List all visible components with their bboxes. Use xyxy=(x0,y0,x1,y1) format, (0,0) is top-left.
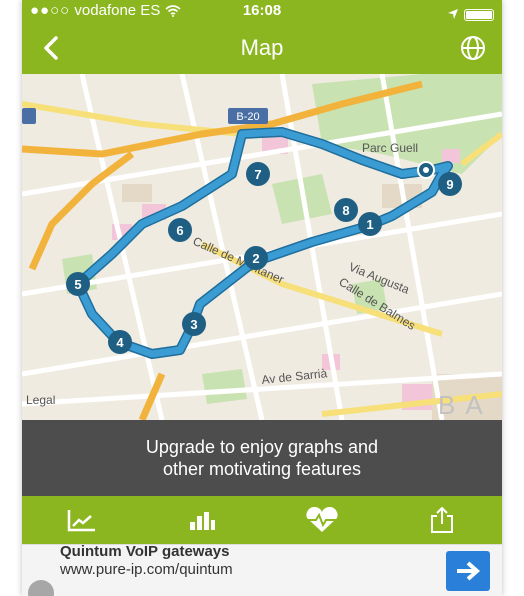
svg-text:7: 7 xyxy=(254,167,261,182)
park-area xyxy=(202,369,247,404)
globe-icon xyxy=(461,36,485,60)
share-icon xyxy=(431,506,453,533)
status-right xyxy=(448,4,494,26)
tab-heart-rate[interactable] xyxy=(302,502,342,538)
ad-badge xyxy=(28,580,54,596)
ad-arrow-button[interactable] xyxy=(446,551,490,591)
building-block xyxy=(122,184,152,202)
street-label: Parc Guell xyxy=(362,141,418,155)
route-map[interactable]: B-20 Parc Guell Calle de Muntaner Via Au… xyxy=(22,74,502,420)
svg-text:1: 1 xyxy=(366,217,373,232)
tab-share[interactable] xyxy=(422,502,462,538)
main-roads xyxy=(22,101,502,417)
page-title: Map xyxy=(240,35,284,60)
tab-stats[interactable] xyxy=(182,502,222,538)
chevron-left-icon xyxy=(44,36,58,60)
heart-rate-icon xyxy=(306,507,338,532)
upgrade-text-line2: other motivating features xyxy=(162,459,362,479)
location-arrow-icon xyxy=(448,4,458,26)
svg-text:9: 9 xyxy=(446,177,453,192)
bottom-tab-bar xyxy=(22,496,502,544)
ad-headline[interactable]: Quintum VoIP gateways xyxy=(60,543,230,560)
road-badge-b xyxy=(22,108,36,124)
ad-banner[interactable]: Quintum VoIP gateways www.pure-ip.com/qu… xyxy=(22,543,502,596)
km-marker[interactable]: 7 xyxy=(246,162,270,186)
km-marker[interactable]: 3 xyxy=(182,312,206,336)
arrow-right-icon xyxy=(457,561,481,581)
km-marker[interactable]: 8 xyxy=(334,198,358,222)
svg-text:8: 8 xyxy=(342,203,349,218)
km-marker[interactable]: 5 xyxy=(66,272,90,296)
district-label: BA xyxy=(438,390,493,420)
svg-text:5: 5 xyxy=(74,277,81,292)
highways xyxy=(22,80,423,420)
svg-text:B-20: B-20 xyxy=(236,111,259,123)
km-marker[interactable]: 2 xyxy=(244,246,268,270)
svg-text:3: 3 xyxy=(190,317,197,332)
street-label: Legal xyxy=(26,393,55,407)
carrier-info: ●●○○ vodafone ES xyxy=(30,0,181,22)
km-marker[interactable]: 6 xyxy=(168,218,192,242)
road-badge-b20: B-20 xyxy=(228,108,268,124)
building-block xyxy=(442,149,460,163)
back-button[interactable] xyxy=(36,32,68,64)
battery-icon xyxy=(464,9,494,21)
ad-url[interactable]: www.pure-ip.com/quintum xyxy=(60,561,233,578)
tab-graph[interactable] xyxy=(62,502,102,538)
street-label: Av de Sarrià xyxy=(261,366,328,387)
upgrade-banner[interactable]: Upgrade to enjoy graphs and other motiva… xyxy=(22,420,502,496)
km-marker[interactable]: 9 xyxy=(438,172,462,196)
start-point xyxy=(417,161,435,179)
svg-text:6: 6 xyxy=(176,223,183,238)
park-area xyxy=(352,279,387,314)
svg-text:2: 2 xyxy=(252,251,259,266)
bar-chart-icon xyxy=(190,512,215,530)
svg-text:4: 4 xyxy=(116,335,124,350)
upgrade-text-line1: Upgrade to enjoy graphs and xyxy=(145,437,379,457)
status-time: 16:08 xyxy=(242,2,282,19)
km-marker[interactable]: 4 xyxy=(108,330,132,354)
carrier-name: vodafone ES xyxy=(74,2,161,19)
map-canvas[interactable]: B-20 Parc Guell Calle de Muntaner Via Au… xyxy=(22,74,502,420)
globe-button[interactable] xyxy=(458,33,488,63)
km-marker[interactable]: 1 xyxy=(358,212,382,236)
nav-bar: Map xyxy=(22,22,502,74)
status-bar: ●●○○ vodafone ES 16:08 xyxy=(22,0,502,22)
line-chart-icon xyxy=(67,510,95,532)
app-screen: ●●○○ vodafone ES 16:08 xyxy=(22,0,502,596)
route-path xyxy=(74,128,452,358)
top-bar: ●●○○ vodafone ES 16:08 xyxy=(22,0,502,74)
signal-strength: ●●○○ xyxy=(30,2,71,19)
wifi-icon xyxy=(164,2,181,19)
